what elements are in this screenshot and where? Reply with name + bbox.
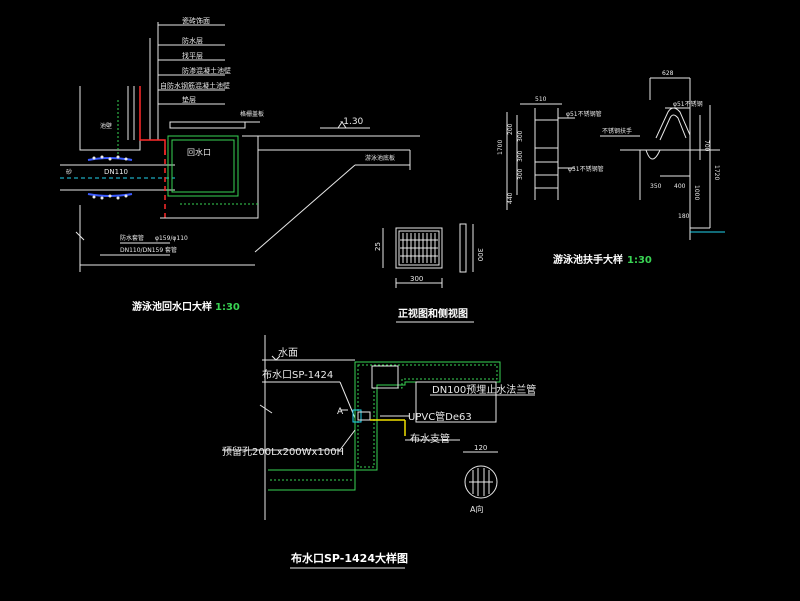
handrail-dim-side-5: 440 [507,192,514,204]
distributor-detail: 水面 布水口SP-1424 DN100预埋止水法兰管 A UPVC管De63 布… [222,335,536,569]
handrail-dim-top-0: 510 [535,96,547,103]
inlet-detail: 瓷砖饰面 防水层 找平层 防渗混凝土池壁 自防水钢筋混凝土池壁 垫层 池壁 砂 … [60,16,420,313]
distributor-flange-label: DN100预埋止水法兰管 [432,383,536,396]
inlet-callout-5: 垫层 [182,95,196,104]
inlet-level-label: -1.30 [340,117,364,127]
inlet-waterstop-label: 防水套管 [120,234,144,242]
grate-bars [400,233,438,263]
handrail-dim-side-1: 200 [507,123,514,135]
handrail-callout-d: φ51不锈钢 [673,100,703,108]
handrail-dim-side-3: 300 [517,150,524,162]
inlet-callout-leaders [158,24,225,105]
distributor-dim-label: 120 [474,444,487,452]
handrail-title: 游泳池扶手大样 [553,253,623,266]
distributor-view-label: A向 [470,504,483,514]
distributor-hole-label: 预留孔200Lx200Wx100H [222,445,344,458]
handrail-dim-bottom-1: 400 [674,183,686,190]
inlet-callout-2: 找平层 [182,51,203,60]
grate-detail: 300 25 300 正视图和侧视图 [374,223,484,323]
handrail-scale: 1:30 [627,255,652,266]
handrail-callout-a: φ51不锈钢管 [566,110,602,118]
handrail-dim-side-4: 300 [517,168,524,180]
distributor-title: 布水口SP-1424大样图 [291,551,408,565]
inlet-pipe-label: DN110 [104,168,128,176]
inlet-wall-label: 池壁 [100,122,112,130]
inlet-title: 游泳池回水口大样 [132,300,212,313]
grate-dim-width: 300 [410,275,423,283]
distributor-section-label: A [337,407,344,417]
inlet-box-label: 回水口 [187,147,211,157]
distributor-nozzle-label: 布水口SP-1424 [262,369,333,381]
handrail-dim-side-0: 1700 [497,140,504,155]
inlet-waterstop-spec: φ159/φ110 [155,235,188,242]
inlet-callout-1: 防水层 [182,36,203,45]
distributor-view-grille [469,468,493,496]
inlet-floor-label: 游泳池底板 [365,154,395,162]
distributor-water-label: 水面 [278,347,298,359]
inlet-gravel [92,155,128,200]
handrail-dim-side-2: 300 [517,130,524,142]
handrail-callout-c: 不锈钢扶手 [602,127,632,135]
inlet-callout-4: 自防水钢筋混凝土池壁 [160,81,230,90]
handrail-dim-bottom-2: 180 [678,213,690,220]
handrail-dim-right-2: 1000 [693,185,700,200]
handrail-callout-b: φ51不锈钢管 [568,165,604,173]
inlet-callout-0: 瓷砖饰面 [182,16,210,25]
inlet-bottom-label: DN110/DN159 套管 [120,246,177,254]
grate-dim-small: 25 [374,242,382,251]
handrail-detail: 510 1700 200 300 300 300 440 φ51不锈钢管 φ51… [497,70,725,266]
distributor-branch-label: 布水支管 [410,432,450,445]
handrail-dim-bottom-0: 350 [650,183,662,190]
handrail-dim-top-1: 628 [662,70,674,77]
handrail-dim-right-0: 700 [703,140,710,152]
grate-title: 正视图和侧视图 [398,307,468,320]
handrail-dim-right-1: 1720 [713,165,720,180]
grate-dim-height: 300 [476,248,484,261]
inlet-grille-label: 格栅盖板 [240,110,264,118]
inlet-scale: 1:30 [215,302,240,313]
inlet-callout-3: 防渗混凝土池壁 [182,66,231,75]
inlet-sand-label: 砂 [66,168,72,176]
distributor-pvc-label: UPVC管De63 [408,410,472,423]
